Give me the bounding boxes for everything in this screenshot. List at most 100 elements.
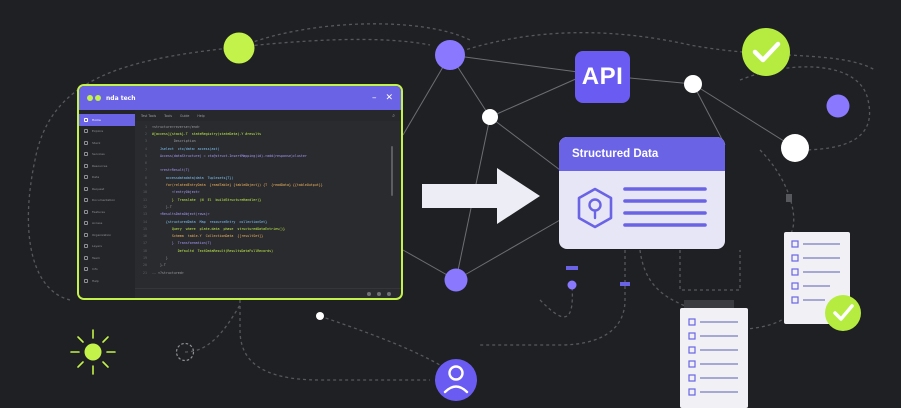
code-line: 7 <rest>Result(T): [135, 167, 389, 174]
sidebar-item[interactable]: Features: [79, 206, 135, 218]
code-text: {structuredData Map resourceEntry collec…: [152, 219, 268, 224]
sidebar-item-icon: [84, 255, 88, 260]
line-number: 9: [145, 183, 147, 188]
api-label: API: [581, 63, 624, 90]
line-number: 3: [145, 139, 147, 144]
code-text: <ResultsDataObject(rows)>: [152, 212, 210, 217]
code-line: 3 Description: [135, 138, 389, 145]
editor-tabs: Test Tools Tools Guide Help ⌕: [135, 110, 401, 121]
white-node: [781, 134, 809, 162]
code-line: 2#[access]{stack}.T stateRegistry(stateD…: [135, 130, 389, 137]
line-number: 5: [145, 153, 147, 158]
sidebar-item-label: Request: [92, 186, 105, 191]
line-number: 17: [143, 241, 147, 246]
code-line: 11 } Translate (N El buildStructureHandl…: [135, 196, 389, 203]
sidebar-item-icon: [84, 278, 88, 283]
sidebar-item-label: Info: [92, 267, 98, 272]
sidebar-item[interactable]: Resources: [79, 160, 135, 172]
search-icon[interactable]: ⌕: [392, 112, 395, 119]
sidebar-item-label: Home: [92, 117, 101, 122]
checklist-icon: [680, 300, 748, 408]
green-node: [223, 32, 255, 64]
code-area[interactable]: 1 <structure>reverse</end>2#[access]{stac…: [135, 123, 389, 286]
status-dot-icon: [367, 291, 371, 296]
sidebar-item[interactable]: Request: [79, 183, 135, 195]
code-text: }.T: [152, 204, 172, 209]
sidebar-item[interactable]: Help: [79, 275, 135, 287]
minimize-icon[interactable]: –: [371, 92, 377, 103]
status-bar: [135, 288, 401, 298]
line-number: 15: [143, 226, 147, 231]
scrollbar[interactable]: [390, 146, 393, 196]
sidebar-item[interactable]: Info: [79, 264, 135, 276]
sidebar-item-icon: [84, 267, 88, 272]
status-dot-icon: [387, 291, 391, 296]
sidebar-item-icon: [84, 221, 88, 226]
code-text: } Transformation(T): [152, 241, 212, 246]
line-number: 16: [143, 234, 147, 239]
code-text: Jselect ctx/data: access(ast): [152, 146, 220, 151]
sidebar-item-icon: [84, 232, 88, 237]
code-text: Query where plate.data phase structuredD…: [152, 226, 285, 231]
tab-test-tools[interactable]: Test Tools: [141, 113, 157, 118]
app-logo-icon: [87, 95, 101, 101]
white-node: [316, 312, 324, 320]
sidebar-item[interactable]: Home: [79, 114, 135, 126]
line-number: 10: [143, 190, 147, 195]
sidebar-item-icon: [84, 209, 88, 214]
line-number: 18: [143, 248, 147, 253]
sidebar-item-label: Organization: [92, 232, 112, 237]
line-number: 12: [143, 204, 147, 209]
sidebar-item[interactable]: Access: [79, 218, 135, 230]
sidebar-item[interactable]: Explore: [79, 126, 135, 138]
purple-node: [567, 280, 577, 290]
code-line: 1 <structure>reverse</end>: [135, 123, 389, 130]
sidebar-item[interactable]: Layers: [79, 241, 135, 253]
sidebar-item[interactable]: Data: [79, 172, 135, 184]
purple-node: [435, 40, 465, 70]
code-text: }.T: [152, 263, 166, 268]
code-text: Description: [152, 139, 196, 144]
sidebar-item-label: Explore: [92, 129, 104, 134]
tab-help[interactable]: Help: [197, 113, 205, 118]
checkmark-icon: [825, 295, 861, 331]
tab-guide[interactable]: Guide: [180, 113, 190, 118]
purple-node: [444, 268, 468, 292]
sidebar-item[interactable]: Organization: [79, 229, 135, 241]
sidebar-item-label: Resources: [92, 163, 108, 168]
code-line: 4 Jselect ctx/data: access(ast): [135, 145, 389, 152]
line-number: 6: [145, 161, 147, 166]
sidebar-item[interactable]: Stack: [79, 137, 135, 149]
code-line: 5 Access(dataStructure) = ctx@struct.Ins…: [135, 152, 389, 159]
code-text: <structure>reverse</end>: [152, 124, 200, 129]
line-number: 1: [145, 124, 147, 129]
code-line: 15 Query where plate.data phase structur…: [135, 225, 389, 232]
api-badge: API: [575, 51, 630, 103]
sidebar-item-label: Data: [92, 175, 100, 180]
line-number: 7: [145, 168, 147, 173]
connector-tick: [566, 266, 578, 270]
sidebar-item-label: Layers: [92, 244, 102, 249]
line-number: 8: [145, 175, 147, 180]
sidebar-item-label: Documentation: [92, 198, 116, 203]
code-line: 14 {structuredData Map resourceEntry col…: [135, 218, 389, 225]
database-shield-icon: [577, 187, 613, 229]
sidebar-item-label: Team: [92, 255, 100, 260]
code-text: accessdatadata(data Tuplesets{T}): [152, 175, 234, 180]
line-number: 14: [143, 219, 147, 224]
sidebar-item[interactable]: Team: [79, 252, 135, 264]
sidebar-item[interactable]: Documentation: [79, 195, 135, 207]
sidebar-item-icon: [84, 129, 88, 134]
purple-node: [826, 94, 850, 118]
sidebar-item-icon: [84, 117, 88, 122]
code-line: 6: [135, 159, 389, 166]
checkmark-icon: [742, 28, 790, 76]
code-line: 8 accessdatadata(data Tuplesets{T}): [135, 174, 389, 181]
sidebar-item-icon: [84, 152, 88, 157]
tab-tools[interactable]: Tools: [164, 113, 172, 118]
code-line: 20 }.T: [135, 262, 389, 269]
close-icon[interactable]: ✕: [385, 92, 393, 103]
sidebar-item[interactable]: Services: [79, 149, 135, 161]
